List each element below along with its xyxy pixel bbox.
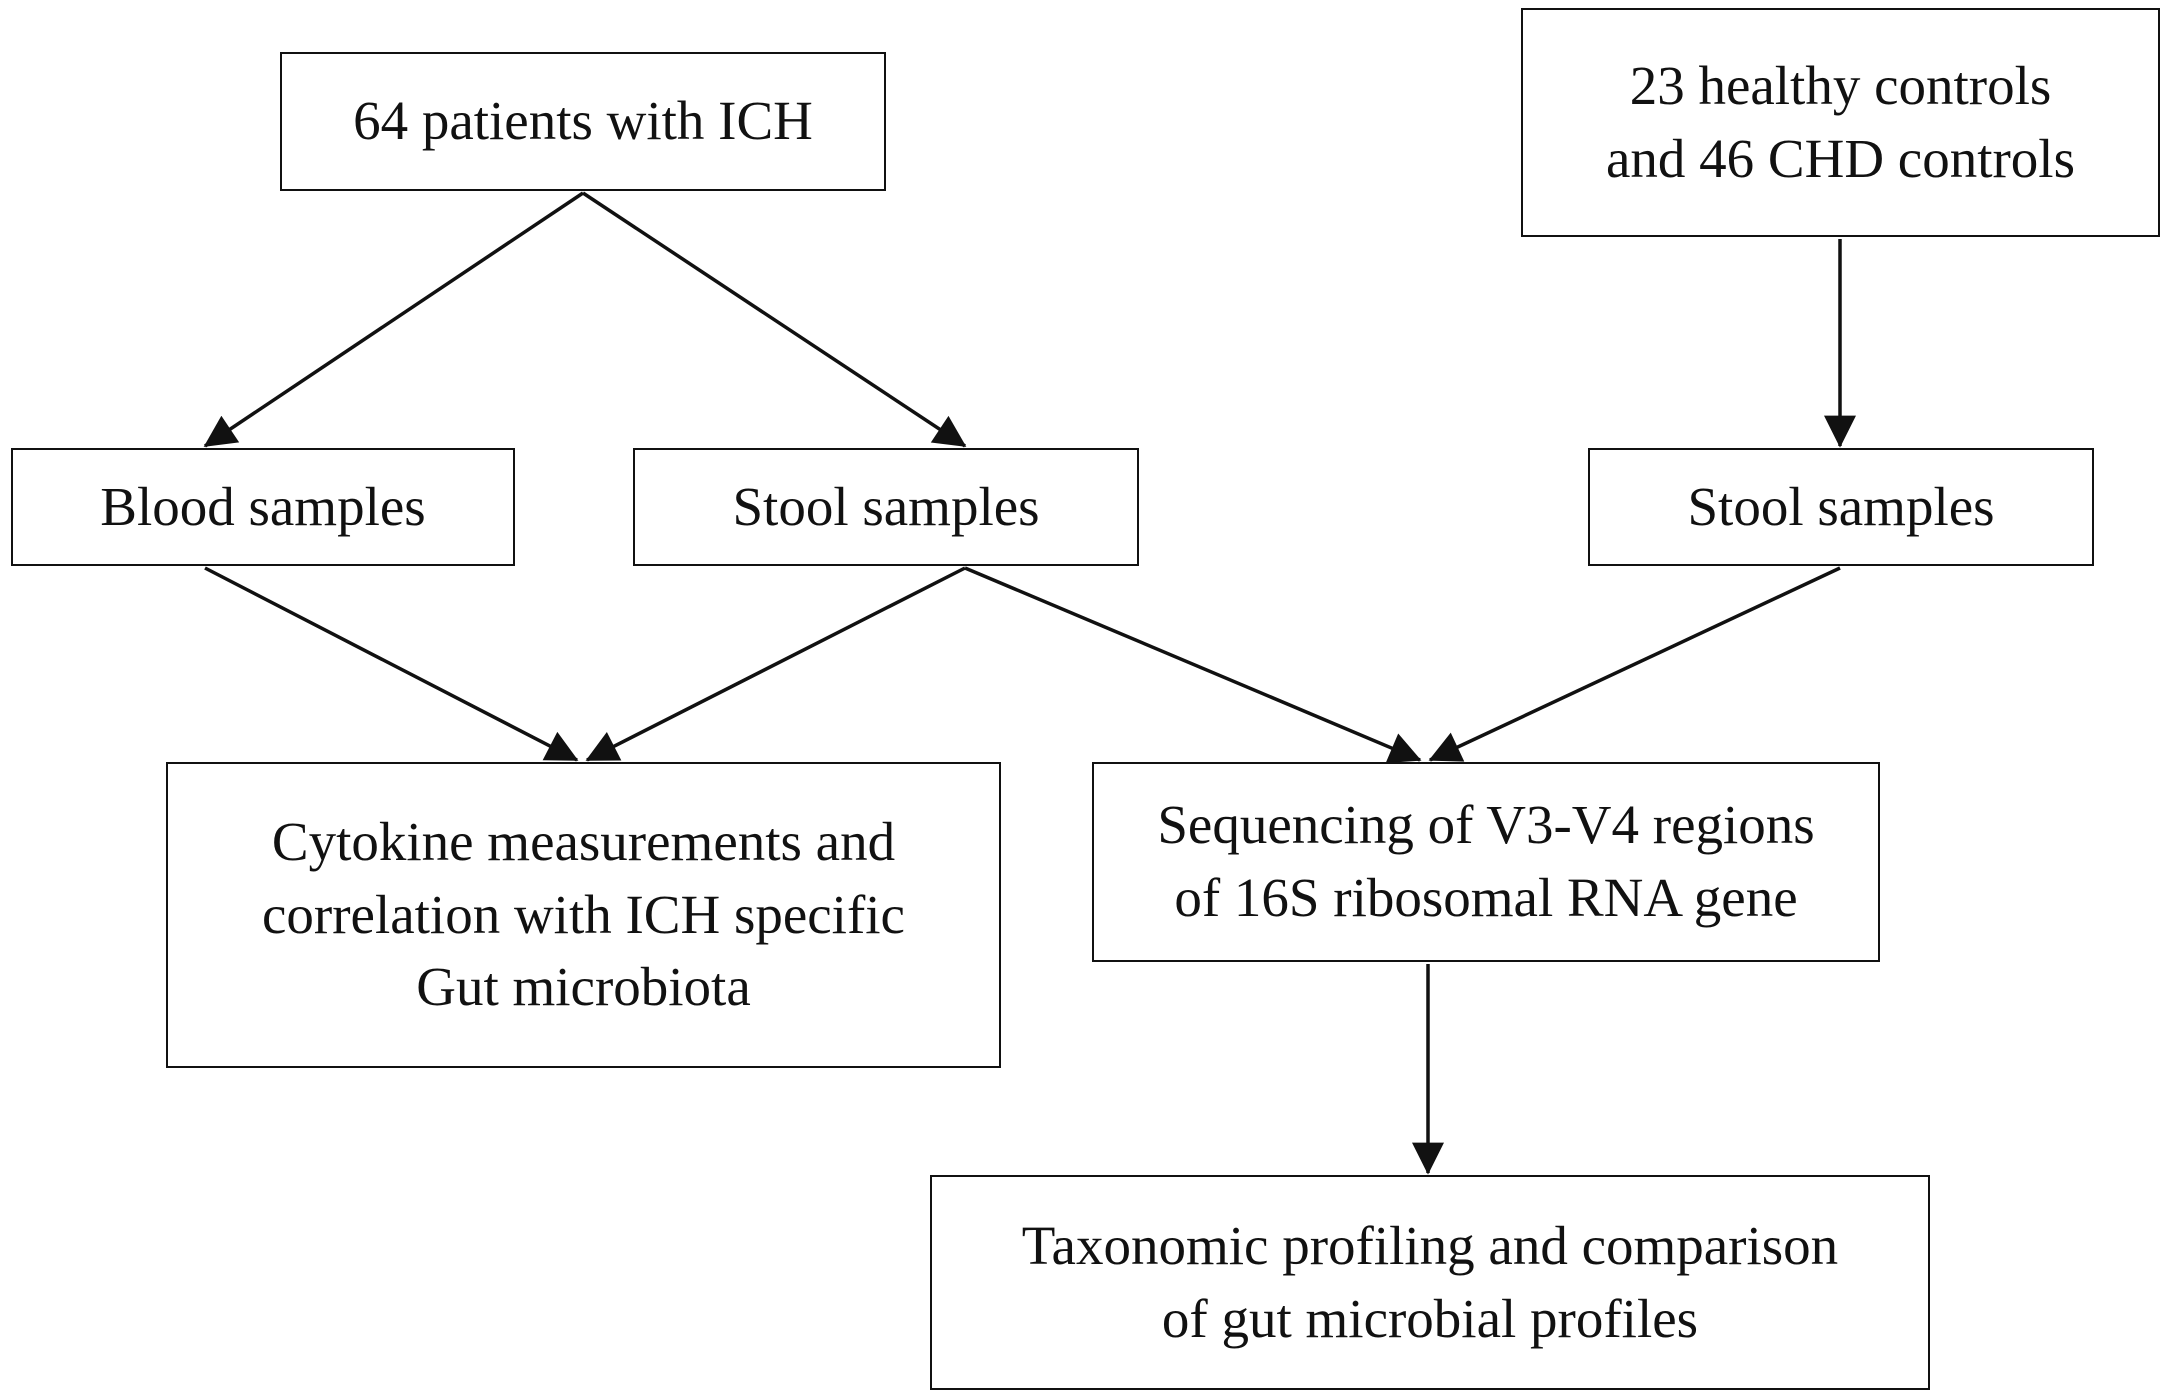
controls-label: 23 healthy controls and 46 CHD controls [1606, 54, 2075, 189]
ich-patients-label: 64 patients with ICH [353, 90, 813, 152]
arrow-stool-to-sequencing [964, 566, 1422, 763]
arrow-stool-to-cytokine [585, 566, 966, 762]
stool-samples-controls-box: Stool samples [1588, 448, 2094, 566]
stool-samples-ich-box: Stool samples [633, 448, 1139, 566]
ich-patients-box: 64 patients with ICH [280, 52, 886, 191]
stool-samples-controls-label: Stool samples [1687, 475, 1995, 537]
blood-samples-box: Blood samples [11, 448, 515, 566]
sequencing-box: Sequencing of V3-V4 regions of 16S ribos… [1092, 762, 1880, 962]
sequencing-label: Sequencing of V3-V4 regions of 16S ribos… [1157, 794, 1815, 928]
arrow-blood-to-cytokine [204, 566, 579, 762]
cytokine-label: Cytokine measurements and correlation wi… [262, 811, 905, 1018]
taxonomic-label: Taxonomic profiling and comparison of gu… [1021, 1214, 1839, 1349]
arrow-control-stool-to-sequencing [1428, 566, 1841, 762]
cytokine-box: Cytokine measurements and correlation wi… [166, 762, 1001, 1068]
controls-box: 23 healthy controls and 46 CHD controls [1521, 8, 2160, 237]
blood-samples-label: Blood samples [100, 475, 426, 537]
arrow-ich-to-stool [582, 191, 967, 448]
arrow-ich-to-blood [203, 191, 584, 448]
stool-samples-ich-label: Stool samples [732, 475, 1040, 537]
taxonomic-box: Taxonomic profiling and comparison of gu… [930, 1175, 1930, 1390]
